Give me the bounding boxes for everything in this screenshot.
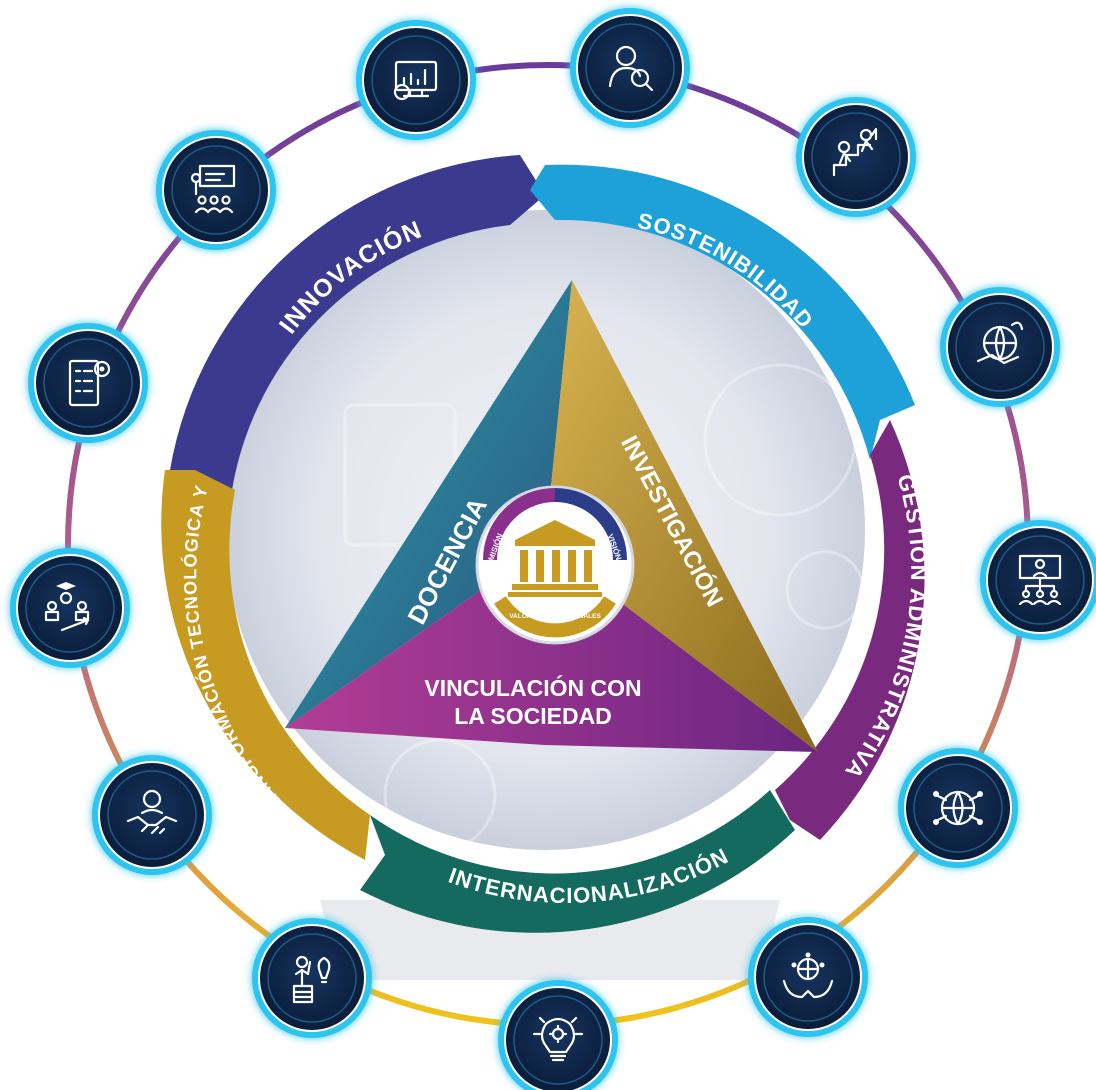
group-learning-icon [10, 548, 130, 668]
segment-internacionalizacion [360, 790, 795, 933]
icon-inner-ring [371, 35, 461, 125]
analytics-monitor-icon-glyph [393, 60, 438, 101]
icon-inner-ring [43, 338, 133, 428]
icon-badge [946, 293, 1054, 401]
label-vinculacion-line2: LA SOCIEDAD [454, 703, 612, 729]
icon-badge [34, 329, 142, 437]
icon-inner-ring [107, 770, 197, 860]
icon-glow-ring [898, 748, 1018, 868]
global-handshake-icon-glyph [976, 321, 1024, 365]
icon-glow-ring [356, 20, 476, 140]
teamwork-climb-icon-glyph [832, 127, 878, 177]
classroom-presentation-icon [156, 130, 276, 250]
label-valores: VALORES INSTITUCIONALES [509, 613, 601, 620]
institution-emblem: MISIÓN VISIÓN VALORES INSTITUCIONALES [475, 485, 635, 645]
label-vinculacion-line1: VINCULACIÓN CON [424, 674, 641, 701]
triangle-investigacion [545, 280, 818, 752]
icon-glow-ring [252, 918, 372, 1038]
segment-ring [161, 155, 925, 933]
group-learning-icon-glyph [44, 582, 90, 632]
document-settings-icon [28, 323, 148, 443]
icon-glow-ring [156, 130, 276, 250]
document-settings-icon-glyph [68, 359, 111, 407]
icon-inner-ring [585, 23, 675, 113]
person-search-icon [570, 8, 690, 128]
idea-person-bulb-icon-glyph [292, 955, 331, 1004]
icon-glow-ring [28, 323, 148, 443]
hands-network-icon [748, 917, 868, 1037]
icon-glow-ring [748, 917, 868, 1037]
icon-badge [258, 924, 366, 1032]
person-search-icon-glyph [608, 45, 654, 92]
icon-glow-ring [570, 8, 690, 128]
icon-badge [16, 554, 124, 662]
triangle-vinculacion [285, 545, 818, 752]
analytics-monitor-icon [356, 20, 476, 140]
icon-badge [362, 26, 470, 134]
segment-innovacion [170, 155, 545, 490]
global-handshake-icon [940, 287, 1060, 407]
global-network-icon [898, 748, 1018, 868]
temple-icon [508, 520, 602, 597]
hands-network-icon-glyph [782, 952, 834, 999]
teamwork-climb-icon [796, 97, 916, 217]
icon-inner-ring [513, 995, 603, 1085]
innovation-bulb-gear-icon-glyph [532, 1016, 584, 1062]
icon-inner-ring [763, 932, 853, 1022]
icon-inner-ring [25, 563, 115, 653]
org-chart-presentation-icon-glyph [1018, 554, 1062, 606]
segment-gestion [775, 420, 925, 840]
handshake-person-icon [92, 755, 212, 875]
central-triangle [285, 280, 818, 752]
segment-transformacion [161, 470, 370, 860]
classroom-presentation-icon-glyph [190, 164, 236, 214]
icon-badge [802, 103, 910, 211]
triangle-docencia [285, 280, 572, 728]
segment-sostenibilidad [530, 164, 915, 460]
global-network-icon-glyph [933, 790, 983, 826]
icon-inner-ring [267, 933, 357, 1023]
org-chart-presentation-icon [980, 520, 1096, 640]
icon-inner-ring [171, 145, 261, 235]
icon-inner-ring [955, 302, 1045, 392]
icon-glow-ring [10, 548, 130, 668]
handshake-person-icon-glyph [126, 789, 178, 835]
icon-inner-ring [811, 112, 901, 202]
icon-glow-ring [940, 287, 1060, 407]
icon-badge [162, 136, 270, 244]
background-decoration [320, 363, 865, 980]
outer-icons [10, 8, 1096, 1090]
icon-glow-ring [980, 520, 1096, 640]
icon-badge [98, 761, 206, 869]
innovation-bulb-gear-icon [498, 980, 618, 1090]
icon-inner-ring [995, 535, 1085, 625]
idea-person-bulb-icon [252, 918, 372, 1038]
icon-glow-ring [92, 755, 212, 875]
icon-glow-ring [498, 980, 618, 1090]
icon-inner-ring [913, 763, 1003, 853]
icon-glow-ring [796, 97, 916, 217]
